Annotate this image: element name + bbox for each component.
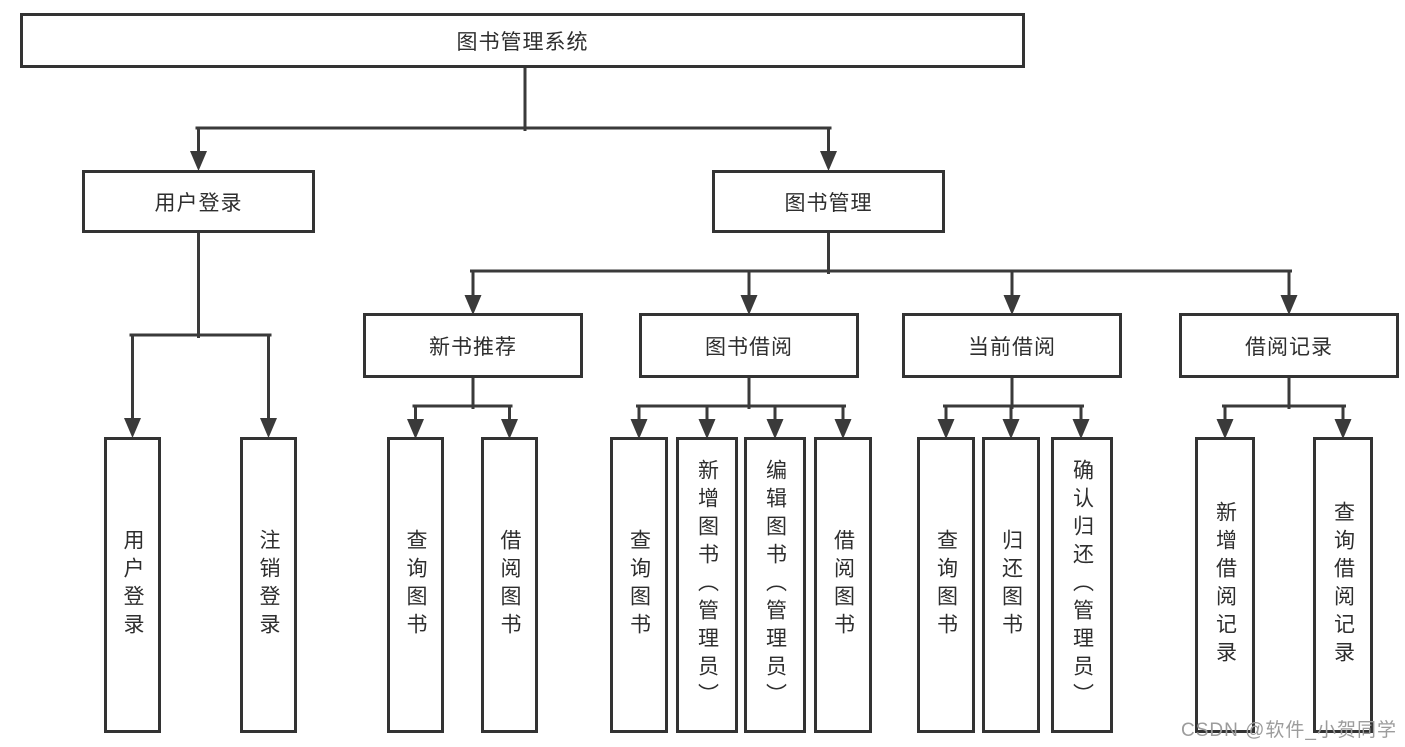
node-new-book-recommend-label: 新书推荐 (429, 335, 517, 359)
leaf-user-login: 用户登录 (104, 437, 161, 733)
leaf-query-books-recommend: 查询图书 (387, 437, 444, 733)
leaf-confirm-return-admin-label: 确认归还（管理员） (1070, 459, 1094, 711)
leaf-query-books-borrow: 查询图书 (610, 437, 668, 733)
leaf-return-books-label: 归还图书 (999, 529, 1023, 641)
csdn-watermark: CSDN @软件_小贺同学 (1181, 720, 1397, 741)
connector-borrow-records-to-leaves (1216, 376, 1352, 439)
connector-book-borrow-to-leaves (630, 376, 852, 439)
leaf-query-borrow-record-label: 查询借阅记录 (1331, 501, 1355, 669)
node-borrow-records: 借阅记录 (1179, 313, 1399, 378)
leaf-add-borrow-record: 新增借阅记录 (1195, 437, 1255, 733)
node-current-borrow-label: 当前借阅 (968, 335, 1056, 359)
node-current-borrow: 当前借阅 (902, 313, 1122, 378)
leaf-confirm-return-admin: 确认归还（管理员） (1051, 437, 1113, 733)
leaf-add-books-admin-label: 新增图书（管理员） (695, 459, 719, 711)
leaf-return-books: 归还图书 (982, 437, 1040, 733)
leaf-borrow-books-label: 借阅图书 (831, 529, 855, 641)
leaf-add-borrow-record-label: 新增借阅记录 (1213, 501, 1237, 669)
node-root: 图书管理系统 (20, 13, 1025, 68)
leaf-logout-login-label: 注销登录 (257, 529, 280, 641)
node-book-borrow: 图书借阅 (639, 313, 859, 378)
node-new-book-recommend: 新书推荐 (363, 313, 583, 378)
connector-current-borrow-to-leaves (937, 376, 1090, 439)
node-root-label: 图书管理系统 (456, 30, 589, 54)
leaf-edit-books-admin: 编辑图书（管理员） (744, 437, 806, 733)
connector-user-login-to-leaves (124, 231, 277, 438)
connector-new-book-recommend-to-leaves (407, 376, 518, 439)
connector-root-to-level2 (190, 66, 837, 171)
leaf-query-books-current-label: 查询图书 (934, 529, 958, 641)
leaf-logout-login: 注销登录 (240, 437, 297, 733)
leaf-borrow-books-recommend-label: 借阅图书 (498, 529, 521, 641)
leaf-borrow-books-recommend: 借阅图书 (481, 437, 538, 733)
leaf-user-login-label: 用户登录 (121, 529, 144, 641)
leaf-query-borrow-record: 查询借阅记录 (1313, 437, 1373, 733)
node-user-login: 用户登录 (82, 170, 315, 233)
leaf-add-books-admin: 新增图书（管理员） (676, 437, 738, 733)
leaf-query-books-recommend-label: 查询图书 (404, 529, 427, 641)
leaf-borrow-books: 借阅图书 (814, 437, 872, 733)
leaf-query-books-borrow-label: 查询图书 (627, 529, 651, 641)
node-book-management: 图书管理 (712, 170, 945, 233)
node-book-management-label: 图书管理 (784, 191, 873, 215)
connector-book-management-to-level3 (464, 231, 1298, 315)
node-user-login-label: 用户登录 (154, 191, 243, 215)
node-book-borrow-label: 图书借阅 (705, 335, 793, 359)
node-borrow-records-label: 借阅记录 (1245, 335, 1333, 359)
leaf-edit-books-admin-label: 编辑图书（管理员） (763, 459, 787, 711)
leaf-query-books-current: 查询图书 (917, 437, 975, 733)
